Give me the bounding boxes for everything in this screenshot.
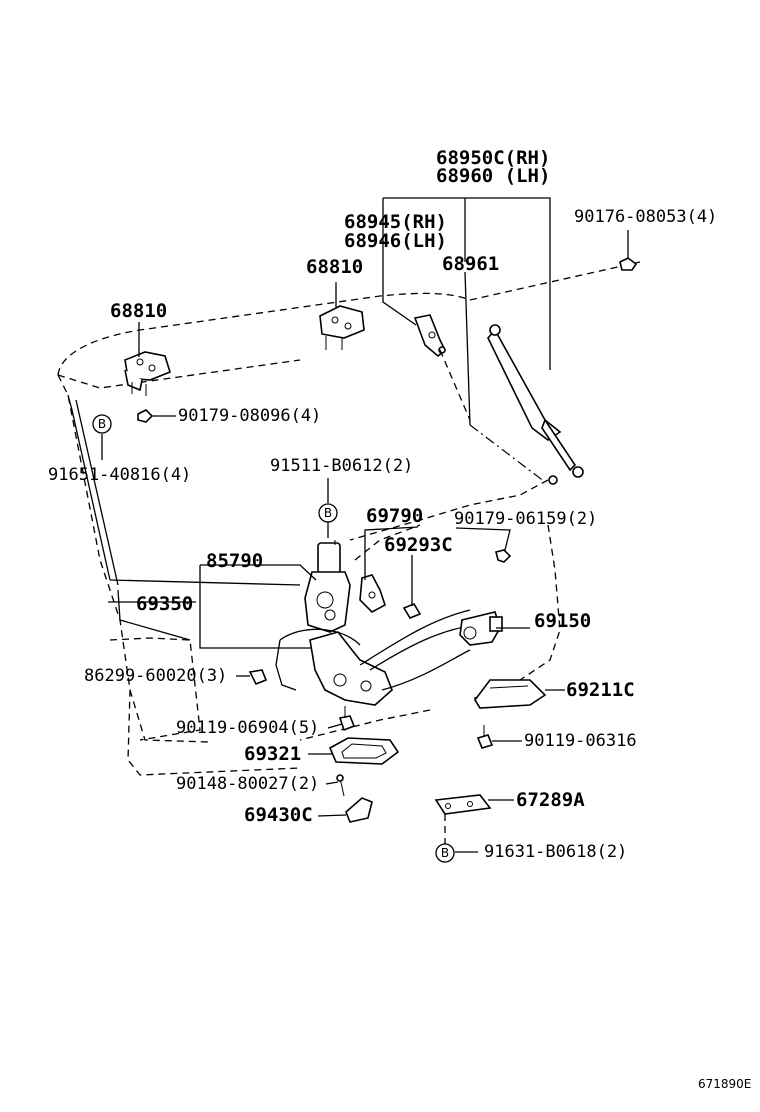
label-68945: 68945(RH) <box>344 211 447 233</box>
leader-lines <box>101 197 629 853</box>
lock-assembly-69350 <box>275 628 393 706</box>
bolt-90119-06904 <box>338 706 356 732</box>
door-edge-lines <box>67 394 301 641</box>
label-69350: 69350 <box>136 593 193 615</box>
label-90119-06904: 90119-06904(5) <box>176 718 319 738</box>
svg-text:B: B <box>441 846 449 860</box>
label-90119-06316: 90119-06316 <box>524 731 637 751</box>
label-67289a: 67289A <box>516 789 585 811</box>
label-91631: 91631-B0618(2) <box>484 842 627 862</box>
bracket-68810-left <box>124 351 171 396</box>
plate-67289a <box>434 794 492 848</box>
badge-b-1: B <box>92 414 112 434</box>
label-68950c: 68950C(RH) <box>436 147 550 169</box>
screw-86299 <box>248 669 268 686</box>
label-68946: 68946(LH) <box>344 230 447 252</box>
label-69790: 69790 <box>366 505 423 527</box>
hinge-assembly <box>413 314 471 421</box>
cover-69321 <box>328 737 400 765</box>
label-69211c: 69211C <box>566 679 635 701</box>
bracket-68810-right <box>319 305 365 350</box>
label-86299: 86299-60020(3) <box>84 666 227 686</box>
part-labels: 68950C(RH) 68960 (LH) 68945(RH) 68946(LH… <box>48 147 751 1091</box>
back-door-outline <box>57 261 641 776</box>
bolt-90119-06316 <box>476 725 494 749</box>
label-68961: 68961 <box>442 253 499 275</box>
cover-69430c <box>345 797 373 823</box>
svg-text:B: B <box>98 417 106 431</box>
label-68810-right: 68810 <box>306 256 363 278</box>
label-69150: 69150 <box>534 610 591 632</box>
bolt-90179-06159 <box>495 549 512 563</box>
diagram-reference-code: 671890E <box>698 1077 751 1091</box>
bolt-90179-08096 <box>137 409 154 423</box>
label-68960: 68960 (LH) <box>436 165 550 187</box>
label-69430c: 69430C <box>244 804 313 826</box>
label-68810-left: 68810 <box>110 300 167 322</box>
label-69321: 69321 <box>244 743 301 765</box>
lever-69790 <box>359 574 386 613</box>
badge-b-2: B <box>318 503 338 523</box>
svg-text:B: B <box>324 506 332 520</box>
lock-cylinder-69150 <box>459 611 503 646</box>
label-90148: 90148-80027(2) <box>176 774 319 794</box>
label-90176: 90176-08053(4) <box>574 207 717 227</box>
label-90179-06159: 90179-06159(2) <box>454 509 597 529</box>
handle-69211c <box>474 679 547 709</box>
label-91511: 91511-B0612(2) <box>270 456 413 476</box>
actuator-85790 <box>304 540 351 633</box>
badge-b-3: B <box>435 843 455 863</box>
clip-90176 <box>619 257 638 271</box>
label-90179-08096: 90179-08096(4) <box>178 406 321 426</box>
stay-assembly <box>469 324 584 485</box>
label-91651: 91651-40816(4) <box>48 465 191 485</box>
label-69293c: 69293C <box>384 534 453 556</box>
clip-69293c <box>402 603 422 619</box>
label-85790: 85790 <box>206 550 263 572</box>
screw-90148 <box>336 774 345 797</box>
